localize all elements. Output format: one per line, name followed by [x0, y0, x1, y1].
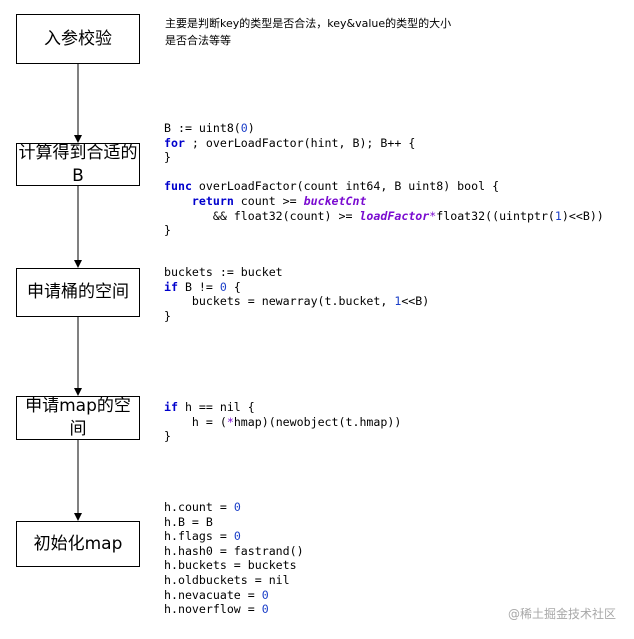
code-token: h.hash0 = fastrand(): [164, 543, 304, 558]
code-token: {: [226, 279, 241, 294]
code-token: func: [164, 179, 192, 194]
code-token: for: [164, 135, 185, 150]
validation-note: 主要是判断key的类型是否合法，key&value的类型的大小 是否合法等等: [165, 15, 451, 49]
code-line: func overLoadFactor(count int64, B uint8…: [164, 179, 499, 193]
code-token: 1: [394, 294, 402, 309]
code-token: h.nevacuate =: [164, 587, 262, 602]
code-token: ): [247, 121, 255, 135]
code-line: if h == nil {: [164, 400, 255, 414]
code-token: loadFactor: [359, 208, 430, 223]
step-label: 申请map的空间: [25, 396, 131, 439]
code-line: if B != 0 {: [164, 280, 241, 294]
code-token: }: [164, 308, 171, 323]
code-token: 0: [240, 121, 248, 135]
code-token: }: [164, 429, 171, 444]
code-line: }: [164, 223, 171, 237]
code-token: h.buckets = buckets: [164, 558, 297, 573]
code-line: h.nevacuate = 0: [164, 588, 269, 602]
code-line: h = (*hmap)(newobject(t.hmap)): [164, 415, 401, 429]
code-token: return: [191, 193, 234, 208]
step-box-allocate-map: 申请map的空间: [16, 396, 140, 440]
code-token: count >=: [233, 193, 304, 208]
code-line: buckets := bucket: [164, 265, 283, 279]
code-token: h == nil {: [177, 400, 255, 414]
code-token: if: [164, 279, 178, 294]
code-block-init-map: h.count = 0 h.B = B h.flags = 0 h.hash0 …: [164, 500, 304, 617]
code-block-allocate-buckets: buckets := bucket if B != 0 { buckets = …: [164, 265, 429, 323]
code-token: [164, 194, 192, 208]
code-token: *: [226, 414, 234, 429]
code-token: h.noverflow =: [164, 602, 262, 617]
note-line: 是否合法等等: [165, 34, 231, 47]
code-token: 0: [233, 500, 241, 514]
step-label: 初始化map: [33, 533, 123, 554]
code-line: h.buckets = buckets: [164, 558, 297, 572]
code-line: }: [164, 309, 171, 323]
code-token: float32((uintptr(: [436, 208, 555, 223]
step-label: 入参校验: [44, 28, 112, 49]
code-token: buckets = newarray(t.bucket,: [164, 294, 395, 309]
code-token: h.flags =: [164, 529, 234, 544]
code-line: h.B = B: [164, 515, 213, 529]
code-line: B := uint8(0): [164, 121, 255, 135]
code-token: }: [164, 150, 171, 165]
code-token: h = (: [164, 414, 227, 429]
code-token: && float32(count) >=: [164, 208, 360, 223]
watermark: @稀土掘金技术社区: [507, 607, 616, 621]
code-token: 1: [554, 208, 562, 223]
code-token: 0: [261, 587, 269, 602]
code-token: if: [164, 400, 178, 414]
code-token: h.count =: [164, 500, 234, 514]
code-token: )<<B)): [561, 208, 604, 223]
code-token: }: [164, 223, 171, 238]
code-token: h.oldbuckets = nil: [164, 572, 290, 587]
step-box-compute-b: 计算得到合适的B: [16, 143, 140, 186]
code-token: overLoadFactor(count int64, B uint8) boo…: [191, 179, 500, 194]
code-token: B := uint8(: [164, 121, 241, 135]
code-line: h.hash0 = fastrand(): [164, 544, 304, 558]
code-token: buckets := bucket: [164, 265, 283, 279]
code-line: h.flags = 0: [164, 529, 241, 543]
code-line: h.count = 0: [164, 500, 241, 514]
code-line: && float32(count) >= loadFactor*float32(…: [164, 209, 604, 223]
code-line: h.oldbuckets = nil: [164, 573, 290, 587]
code-token: 0: [233, 529, 241, 544]
code-line: for ; overLoadFactor(hint, B); B++ {: [164, 136, 415, 150]
code-token: ; overLoadFactor(hint, B); B++ {: [184, 135, 416, 150]
note-line: 主要是判断key的类型是否合法，key&value的类型的大小: [165, 17, 452, 30]
code-token: 0: [219, 279, 227, 294]
step-label: 计算得到合适的B: [18, 142, 138, 186]
code-token: <<B): [401, 294, 430, 309]
step-box-init-map: 初始化map: [16, 521, 140, 567]
step-box-allocate-buckets: 申请桶的空间: [16, 268, 140, 317]
code-line: return count >= bucketCnt: [164, 193, 367, 208]
code-line: h.noverflow = 0: [164, 602, 269, 616]
step-box-input-validation: 入参校验: [16, 14, 140, 64]
code-token: B !=: [177, 279, 220, 294]
code-token: *: [429, 208, 437, 223]
code-token: h.B = B: [164, 514, 213, 529]
code-token: bucketCnt: [303, 193, 367, 208]
code-block-allocate-map: if h == nil { h = (*hmap)(newobject(t.hm…: [164, 400, 401, 444]
code-block-compute-b: B := uint8(0) for ; overLoadFactor(hint,…: [164, 121, 604, 238]
code-line: buckets = newarray(t.bucket, 1<<B): [164, 294, 429, 308]
code-token: 0: [261, 602, 269, 617]
step-label: 申请桶的空间: [27, 282, 129, 302]
code-line: }: [164, 150, 171, 164]
code-token: hmap)(newobject(t.hmap)): [233, 414, 402, 429]
code-line: }: [164, 429, 171, 443]
